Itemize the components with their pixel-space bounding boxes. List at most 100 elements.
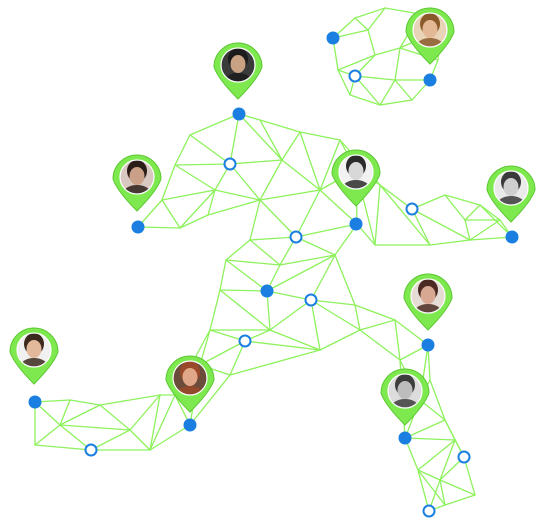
mesh-edge bbox=[99, 394, 161, 406]
mesh-edge bbox=[310, 299, 321, 351]
network-node-filled bbox=[423, 73, 437, 87]
mesh-edge bbox=[207, 199, 261, 216]
mesh-edge bbox=[219, 289, 271, 331]
network-node-hollow bbox=[238, 334, 252, 348]
network-node-filled bbox=[349, 217, 363, 231]
mesh-edge bbox=[225, 259, 268, 292]
mesh-edge bbox=[249, 199, 261, 241]
mesh-edge bbox=[149, 394, 161, 451]
avatar bbox=[17, 333, 51, 367]
network-node-hollow bbox=[405, 202, 419, 216]
mesh-edge bbox=[367, 7, 386, 31]
avatar bbox=[120, 160, 154, 194]
mesh-edge bbox=[444, 194, 481, 206]
mesh-edge bbox=[295, 223, 358, 238]
mesh-edge bbox=[444, 194, 466, 221]
network-node-filled bbox=[421, 338, 435, 352]
network-node-hollow bbox=[223, 157, 237, 171]
mesh-edge bbox=[319, 139, 341, 191]
mesh-edge bbox=[319, 189, 358, 225]
mesh-edge bbox=[464, 219, 471, 241]
mesh-edge bbox=[319, 329, 361, 351]
mesh-edge bbox=[429, 239, 471, 246]
mesh-edge bbox=[129, 429, 151, 451]
mesh-edge bbox=[137, 226, 181, 229]
avatar bbox=[173, 361, 207, 395]
mesh-edge bbox=[59, 424, 131, 431]
mesh-edge bbox=[429, 379, 446, 421]
network-node-filled bbox=[183, 418, 197, 432]
network-node-filled bbox=[28, 395, 42, 409]
mesh-edge bbox=[417, 469, 441, 481]
avatar-pin-head bbox=[213, 42, 263, 100]
avatar bbox=[413, 13, 447, 47]
mesh-edge bbox=[439, 479, 446, 506]
mesh-edge bbox=[34, 444, 92, 451]
mesh-edge bbox=[379, 99, 413, 106]
network-node-hollow bbox=[289, 230, 303, 244]
mesh-edge bbox=[337, 69, 351, 96]
mesh-edge bbox=[310, 299, 356, 306]
mesh-edge bbox=[59, 424, 92, 451]
mesh-edge bbox=[374, 47, 401, 56]
mesh-edge bbox=[259, 159, 283, 201]
mesh-edge bbox=[417, 469, 430, 512]
mesh-edge bbox=[179, 189, 216, 229]
mesh-edge bbox=[404, 419, 446, 439]
mesh-edge bbox=[269, 299, 312, 331]
mesh-edge bbox=[334, 254, 356, 306]
mesh-edge bbox=[34, 424, 61, 446]
mesh-edge bbox=[149, 424, 191, 451]
network-node-hollow bbox=[304, 293, 318, 307]
mesh-edge bbox=[411, 208, 471, 241]
mesh-edge bbox=[439, 479, 476, 496]
mesh-edge bbox=[444, 494, 476, 506]
avatar-pin-left-foot bbox=[9, 327, 59, 385]
network-node-hollow bbox=[348, 69, 362, 83]
avatar bbox=[221, 48, 255, 82]
mesh-edge bbox=[225, 239, 251, 261]
network-node-filled bbox=[260, 284, 274, 298]
mesh-edge bbox=[229, 163, 261, 201]
mesh-edge bbox=[404, 437, 456, 441]
avatar bbox=[494, 171, 528, 205]
mesh-edge bbox=[295, 236, 336, 256]
avatar-pin-top-right bbox=[405, 7, 455, 65]
mesh-edge bbox=[259, 199, 297, 238]
mesh-edge bbox=[229, 349, 321, 376]
mesh-edge bbox=[374, 184, 381, 246]
mesh-edge bbox=[469, 236, 513, 241]
mesh-edge bbox=[394, 79, 413, 101]
network-node-filled bbox=[398, 431, 412, 445]
mesh-edge bbox=[479, 204, 513, 238]
mesh-edge bbox=[354, 7, 386, 19]
mesh-edge bbox=[469, 219, 501, 241]
mesh-edge bbox=[229, 113, 240, 165]
mesh-edge bbox=[337, 54, 376, 71]
mesh-edge bbox=[394, 319, 429, 346]
mesh-edge bbox=[249, 239, 281, 266]
mesh-edge bbox=[229, 159, 283, 165]
avatar-pins bbox=[9, 7, 536, 426]
mesh-edge bbox=[266, 254, 336, 292]
avatar-pin-center bbox=[331, 149, 381, 207]
mesh-edge bbox=[266, 290, 271, 331]
mesh-edge bbox=[161, 199, 181, 229]
avatar-pin-right-hand bbox=[486, 165, 536, 223]
mesh-edge bbox=[69, 399, 101, 406]
mesh-edge bbox=[479, 204, 501, 221]
network-node-filled bbox=[232, 107, 246, 121]
mesh-edge bbox=[161, 189, 216, 201]
mesh-edge bbox=[209, 289, 221, 331]
mesh-edge bbox=[310, 254, 336, 301]
mesh-edge bbox=[349, 94, 381, 106]
mesh-edge bbox=[174, 164, 216, 191]
mesh-edge bbox=[174, 163, 231, 166]
mesh-edge bbox=[354, 304, 361, 331]
mesh-edge bbox=[299, 131, 341, 141]
mesh-edge bbox=[189, 374, 231, 426]
mesh-edge bbox=[295, 189, 321, 238]
mesh-edge bbox=[281, 159, 321, 191]
network-mesh bbox=[34, 7, 513, 512]
